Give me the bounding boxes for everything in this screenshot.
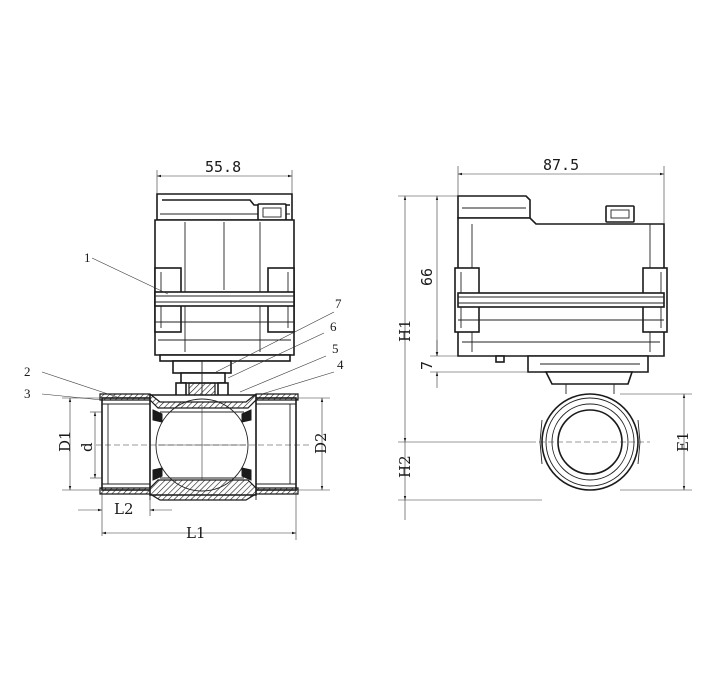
callout-6: 6 bbox=[330, 319, 337, 334]
front-valve-body bbox=[530, 393, 650, 491]
dim-label-d: d bbox=[78, 442, 96, 452]
dim-label-d2: D2 bbox=[312, 432, 330, 454]
side-valve-body bbox=[96, 393, 310, 501]
front-actuator bbox=[454, 195, 668, 363]
dim-label-e1: E1 bbox=[674, 432, 692, 453]
dim-d2 bbox=[298, 397, 330, 491]
callout-3: 3 bbox=[24, 386, 31, 401]
front-view: 87.5 H1 66 7 H2 E1 bbox=[396, 156, 692, 520]
dim-label-h2: H2 bbox=[396, 455, 414, 478]
callout-4: 4 bbox=[337, 357, 344, 372]
dim-label-h1: H1 bbox=[396, 319, 414, 342]
front-bracket bbox=[527, 355, 649, 394]
dim-l1 bbox=[102, 492, 297, 540]
dim-87-5 bbox=[457, 166, 665, 224]
side-section-view: 1 2 3 4 5 6 7 55.8 D1 d D2 bbox=[24, 158, 344, 542]
dim-label-actuator-height: 66 bbox=[418, 268, 436, 286]
callout-5: 5 bbox=[332, 341, 339, 356]
dim-label-bracket-height: 7 bbox=[418, 361, 436, 370]
callout-7: 7 bbox=[335, 296, 342, 311]
callout-2: 2 bbox=[24, 364, 31, 379]
dim-label-l2: L2 bbox=[114, 500, 134, 518]
dim-label-l1: L1 bbox=[186, 524, 206, 542]
dim-label-actuator-width-front: 87.5 bbox=[543, 156, 579, 174]
dim-55-8 bbox=[156, 170, 293, 194]
side-actuator bbox=[154, 193, 295, 362]
dim-l2 bbox=[78, 492, 172, 536]
dim-label-actuator-width-side: 55.8 bbox=[205, 158, 241, 176]
part-callout-leaders bbox=[41, 257, 335, 401]
dim-d1 bbox=[62, 397, 102, 491]
dim-label-d1: D1 bbox=[56, 430, 74, 452]
dim-e1 bbox=[620, 393, 692, 491]
dim-heights bbox=[398, 195, 542, 520]
callout-1: 1 bbox=[84, 250, 91, 265]
